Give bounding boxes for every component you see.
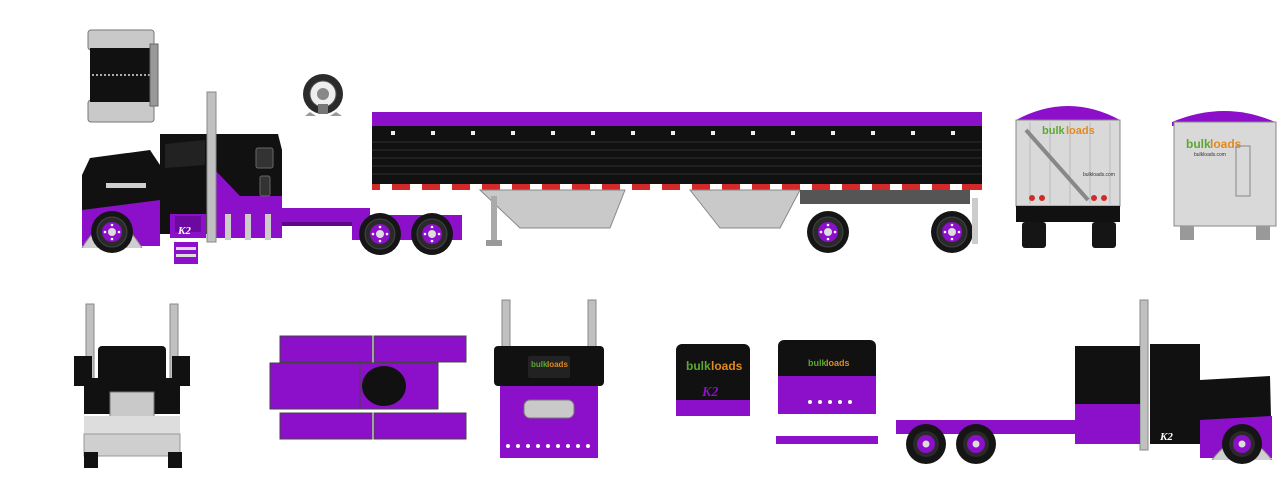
brand-word-part1-flap: bulk <box>686 359 711 373</box>
brand-word-part1-rear: bulk <box>1042 125 1065 137</box>
grain-trailer-icon <box>372 112 982 254</box>
truck-front-view <box>74 303 190 468</box>
truck-side-view-right: K2 <box>896 299 1273 464</box>
brand-word-part2-flap: loads <box>711 359 743 373</box>
brand-url-rear: bulkloads.com <box>1083 172 1115 178</box>
k2-badge-flap: K2 <box>701 385 718 400</box>
brand-word-part2-front-trailer: loads <box>1210 137 1242 151</box>
trailer-front-view: bulk loads bulkloads.com <box>1172 111 1277 240</box>
truck-rear-view: bulk loads <box>494 299 604 458</box>
truck-side-view-left: K2 <box>81 91 462 264</box>
spare-wheel-icon <box>303 74 343 116</box>
brand-word-part1-front-trailer: bulk <box>1186 137 1211 151</box>
brand-word-part2-flap2: loads <box>826 358 850 368</box>
brand-word-part1-rear-cab: bulk <box>531 360 548 369</box>
brand-word-part2-rear-cab: loads <box>547 360 568 369</box>
tarp-roll-top-view-icon <box>87 29 159 123</box>
trailer-rear-view: bulk loads bulkloads.com <box>1015 106 1121 248</box>
brand-url-front-trailer: bulkloads.com <box>1194 152 1226 158</box>
hood-decal-panels <box>269 335 467 440</box>
mud-flap-icon: bulk loads K2 bulk loads <box>676 340 878 444</box>
brand-word-part1-flap2: bulk <box>808 358 827 368</box>
brand-word-part2-rear: loads <box>1066 125 1095 137</box>
k2-badge-side-left: K2 <box>177 225 191 237</box>
k2-badge-side-right: K2 <box>1159 431 1173 443</box>
